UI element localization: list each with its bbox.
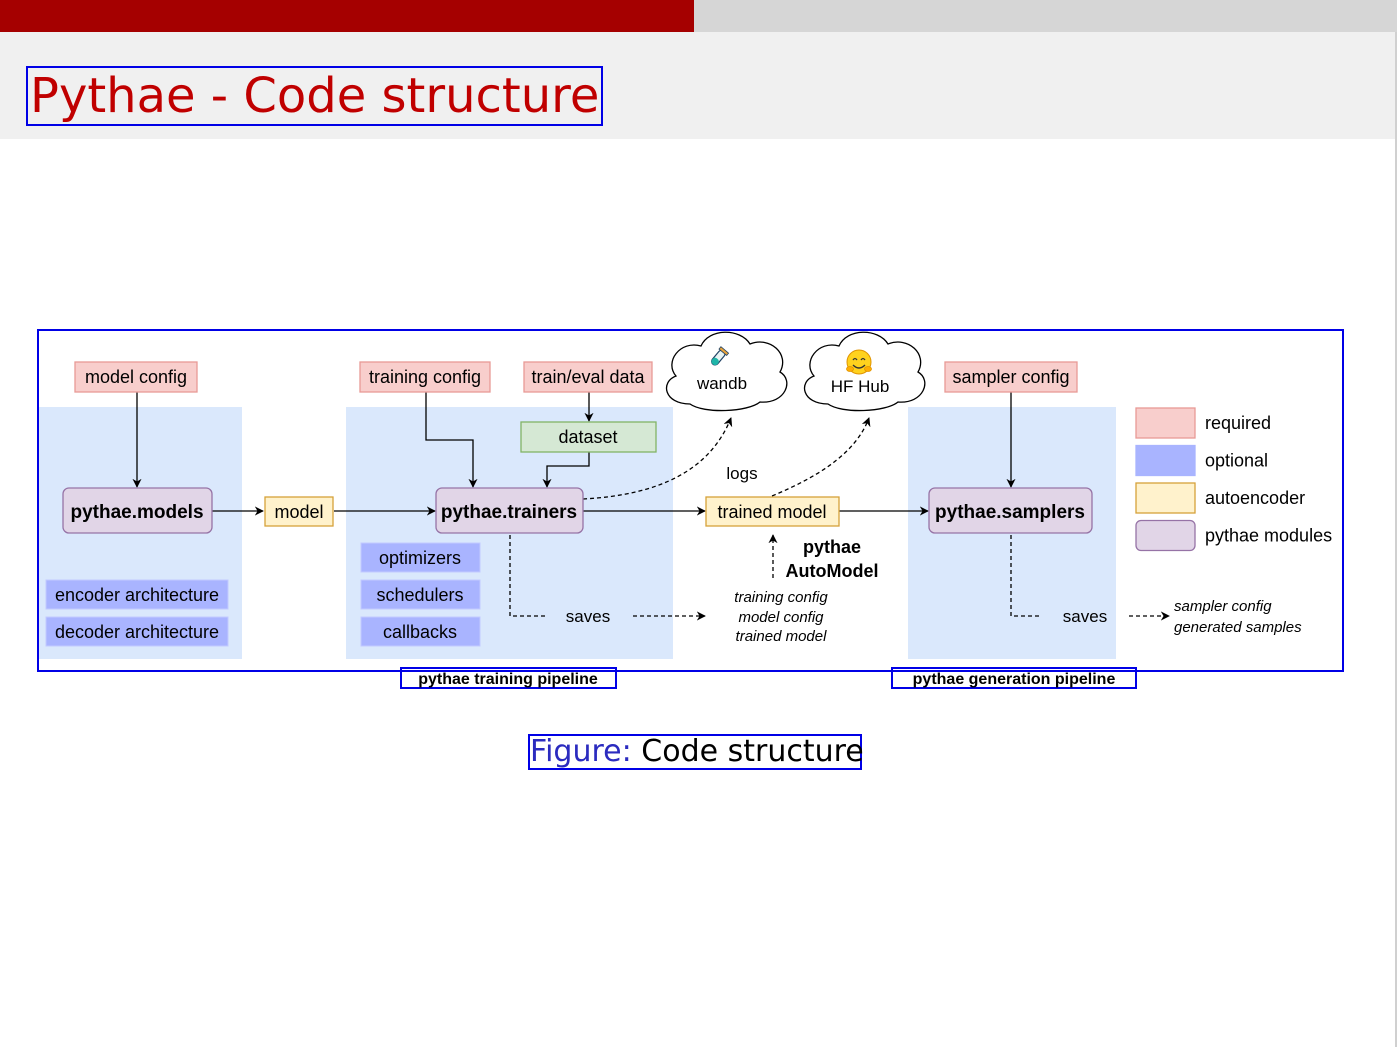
legend-swatch xyxy=(1135,482,1196,514)
legend: required optional autoencoder pythae module… xyxy=(1135,407,1332,552)
callbacks-label: callbacks xyxy=(383,622,457,642)
dataset-label: dataset xyxy=(558,427,617,447)
model-config-label: model config xyxy=(85,367,187,387)
optimizers-label: optimizers xyxy=(379,548,461,568)
saves-generation-label: saves xyxy=(1063,607,1107,626)
automodel-label-line2: AutoModel xyxy=(786,561,879,581)
generation-outputs: sampler config generated samples xyxy=(1174,598,1302,636)
legend-label: autoencoder xyxy=(1205,488,1305,508)
encoder-architecture-box: encoder architecture xyxy=(45,579,229,610)
dashed-arrow-trained-model-to-hf-hub xyxy=(771,417,871,497)
title-band xyxy=(0,32,1397,139)
pythae-samplers-module: pythae.samplers xyxy=(928,487,1093,534)
pythae-trainers-module: pythae.trainers xyxy=(435,487,584,534)
trained-model-box: trained model xyxy=(705,496,840,527)
training-output-item: trained model xyxy=(736,628,828,645)
generation-pipeline-label: pythae generation pipeline xyxy=(913,671,1116,688)
arrow-training-config-to-trainers xyxy=(425,392,478,488)
caption-text: Code structure xyxy=(641,734,864,769)
slide-title: Pythae - Code structure xyxy=(26,66,604,126)
encoder-architecture-label: encoder architecture xyxy=(55,585,219,605)
page-edge xyxy=(1395,32,1397,1047)
pythae-models-module: pythae.models xyxy=(62,487,213,534)
decoder-architecture-label: decoder architecture xyxy=(55,622,219,642)
training-outputs: training config model config trained mod… xyxy=(734,589,828,645)
legend-swatch xyxy=(1135,444,1196,477)
wandb-cloud: wandb xyxy=(666,331,788,412)
legend-label: optional xyxy=(1205,451,1268,471)
figure-caption: Figure: Code structure xyxy=(528,734,864,770)
figure-frame xyxy=(37,329,1344,672)
callbacks-box: callbacks xyxy=(360,616,481,647)
dashed-line-samplers-saves xyxy=(1010,535,1042,617)
training-config-label: training config xyxy=(369,367,481,387)
wandb-cloud-shape xyxy=(666,331,788,412)
model-config-box: model config xyxy=(74,361,198,393)
automodel-label-line1: pythae xyxy=(803,537,861,557)
hugging-face-emoji-icon xyxy=(846,349,872,375)
hf-hub-cloud: HF Hub xyxy=(804,331,926,412)
train-eval-data-label: train/eval data xyxy=(531,367,645,387)
legend-label: pythae modules xyxy=(1205,526,1332,546)
test-tube-icon xyxy=(711,346,730,366)
generation-pipeline-label-group: pythae generation pipeline xyxy=(891,667,1137,689)
schedulers-box: schedulers xyxy=(360,579,481,610)
decoder-architecture-box: decoder architecture xyxy=(45,616,229,647)
training-pipeline-label-group: pythae training pipeline xyxy=(400,667,617,689)
legend-label: required xyxy=(1205,413,1271,433)
legend-swatch xyxy=(1135,407,1196,439)
pythae-samplers-label: pythae.samplers xyxy=(935,502,1085,523)
arrow-dataset-to-trainers xyxy=(542,452,590,488)
generation-output-item: generated samples xyxy=(1174,619,1302,636)
legend-swatch xyxy=(1135,519,1196,552)
training-pipeline-label: pythae training pipeline xyxy=(418,671,598,688)
sampler-config-label: sampler config xyxy=(952,367,1069,387)
optimizers-box: optimizers xyxy=(360,542,481,573)
generation-output-item: sampler config xyxy=(1174,598,1272,615)
training-config-box: training config xyxy=(359,361,491,393)
wandb-label: wandb xyxy=(696,374,747,393)
sampler-config-box: sampler config xyxy=(944,361,1078,393)
saves-training-label: saves xyxy=(566,607,610,626)
training-output-item: model config xyxy=(738,609,824,626)
slide-progress-track xyxy=(0,0,1397,32)
pythae-models-label: pythae.models xyxy=(70,502,203,523)
slide-progress-fill xyxy=(0,0,695,32)
connectors xyxy=(132,392,1170,621)
schedulers-label: schedulers xyxy=(376,585,463,605)
model-box: model xyxy=(264,496,334,527)
dashed-line-trainers-saves xyxy=(509,535,545,617)
logs-label: logs xyxy=(726,464,757,483)
train-eval-data-box: train/eval data xyxy=(523,361,653,393)
hf-hub-label: HF Hub xyxy=(831,377,890,396)
model-label: model xyxy=(274,502,323,522)
training-output-item: training config xyxy=(734,589,828,606)
pythae-trainers-label: pythae.trainers xyxy=(441,502,577,523)
trained-model-label: trained model xyxy=(717,502,826,522)
dataset-box: dataset xyxy=(520,421,657,453)
caption-label: Figure: xyxy=(530,734,632,769)
dashed-arrow-trainers-to-wandb xyxy=(582,417,733,500)
